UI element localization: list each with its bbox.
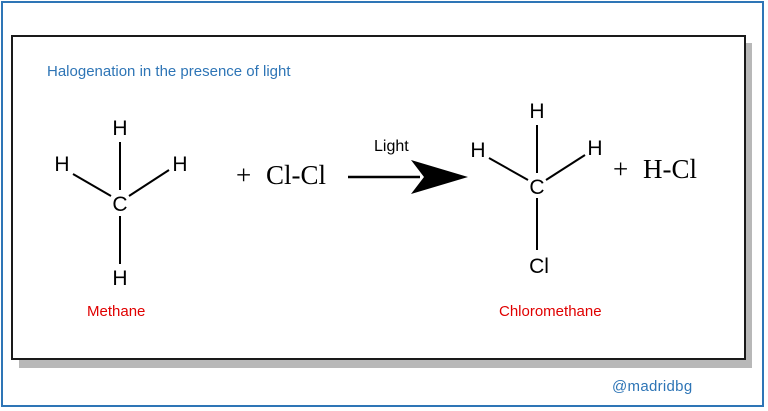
byproduct-formula: H-Cl xyxy=(643,154,697,184)
arrow-head xyxy=(411,160,468,194)
chloromethane-bond-left xyxy=(488,157,529,181)
methane-atom-right: H xyxy=(172,153,187,176)
chloromethane-atom-left: H xyxy=(470,139,485,162)
chloromethane-structure: H H H C Cl xyxy=(470,100,602,278)
methane-atom-top: H xyxy=(112,117,127,140)
chloromethane-atom-center: C xyxy=(529,176,544,199)
reaction-arrow: Light xyxy=(348,138,468,194)
chloromethane-bond-right xyxy=(545,154,586,181)
methane-name: Methane xyxy=(87,303,146,320)
diagram-title: Halogenation in the presence of light xyxy=(47,63,291,80)
chloromethane-atom-bottom: Cl xyxy=(529,255,549,278)
methane-atom-center: C xyxy=(112,193,127,216)
watermark: @madridbg xyxy=(612,378,693,395)
methane-atom-left: H xyxy=(54,153,69,176)
chloromethane-atom-right: H xyxy=(587,137,602,160)
reagent-formula: Cl-Cl xyxy=(266,160,326,190)
plus-sign-2: + xyxy=(613,154,628,184)
methane-atom-bottom: H xyxy=(112,267,127,290)
methane-bond-right xyxy=(128,169,170,197)
arrow-condition: Light xyxy=(374,138,409,155)
methane-structure: H H H C H xyxy=(54,117,187,290)
chloromethane-name: Chloromethane xyxy=(499,303,602,320)
plus-sign-1: + xyxy=(236,160,251,190)
chloromethane-atom-top: H xyxy=(529,100,544,123)
methane-bond-left xyxy=(72,173,112,197)
diagram-panel xyxy=(11,35,746,360)
